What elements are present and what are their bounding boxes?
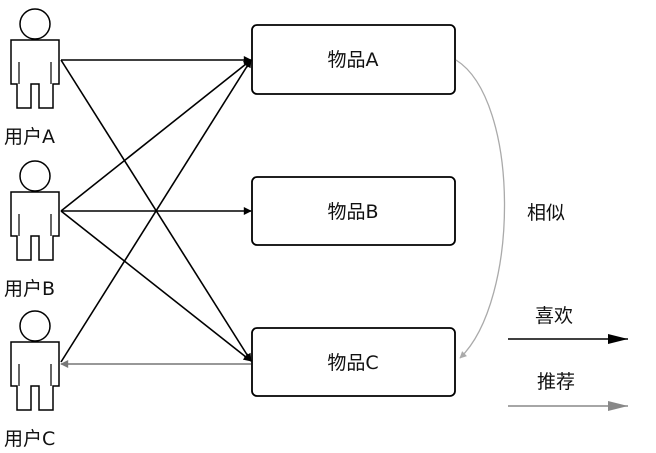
item-box bbox=[251, 176, 456, 246]
item-box bbox=[251, 327, 456, 397]
person-icon bbox=[10, 8, 60, 109]
like-edge-userB-itemA bbox=[60, 59, 252, 212]
user-label: 用户B bbox=[4, 278, 55, 300]
user-label: 用户C bbox=[4, 428, 55, 450]
similarity-edge-itemA-itemC bbox=[455, 59, 506, 359]
person-icon bbox=[10, 160, 60, 261]
legend: 喜欢 推荐 bbox=[508, 305, 628, 411]
item-a: 物品A bbox=[251, 24, 456, 95]
item-label: 物品A bbox=[328, 49, 379, 71]
user-a: 用户A bbox=[4, 8, 60, 148]
item-label: 物品B bbox=[327, 201, 378, 223]
user-label: 用户A bbox=[4, 126, 55, 148]
legend-recommend-label: 推荐 bbox=[537, 371, 575, 393]
item-box bbox=[251, 24, 456, 95]
like-edges bbox=[60, 56, 252, 363]
person-icon bbox=[10, 310, 60, 411]
like-edge-userB-itemC bbox=[60, 210, 252, 362]
item-c: 物品C bbox=[251, 327, 456, 397]
item-label: 物品C bbox=[327, 352, 378, 374]
legend-like-label: 喜欢 bbox=[535, 305, 573, 327]
item-b: 物品B bbox=[251, 176, 456, 246]
like-edge-userC-itemA bbox=[60, 59, 252, 363]
similarity-label: 相似 bbox=[527, 202, 565, 224]
user-b: 用户B bbox=[4, 160, 60, 300]
user-c: 用户C bbox=[4, 310, 60, 450]
